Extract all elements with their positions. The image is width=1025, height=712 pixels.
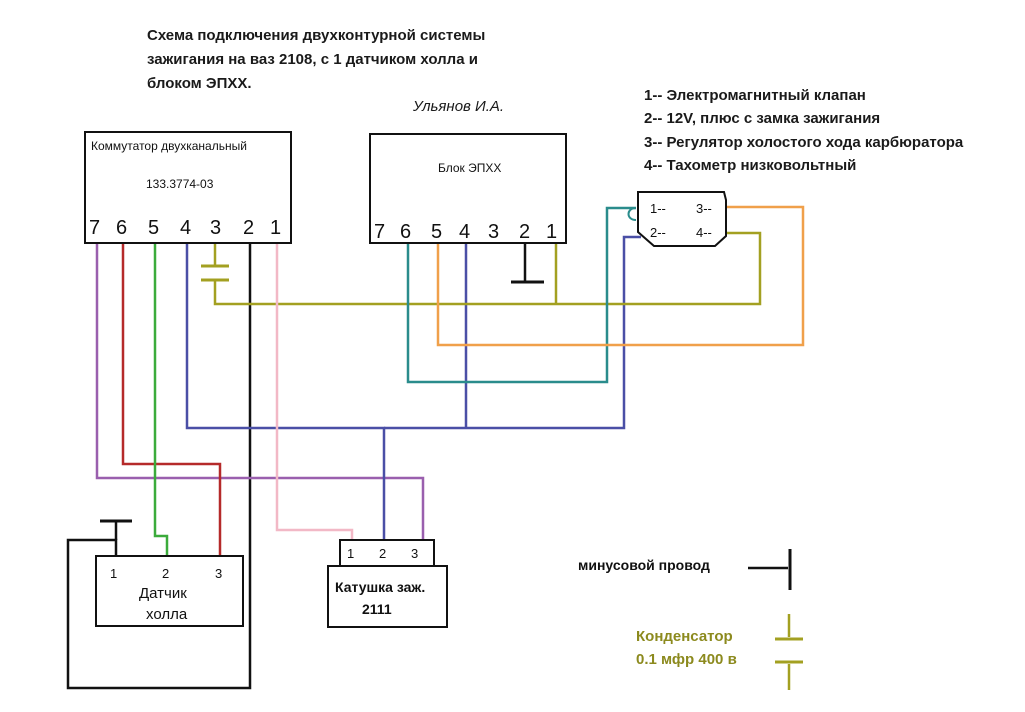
switch-box xyxy=(84,131,292,244)
epxx-pin-7: 7 xyxy=(374,221,385,243)
wire-olive-main xyxy=(213,231,762,306)
epxx-pin-6: 6 xyxy=(400,221,411,243)
legend-item-1: 1-- Электромагнитный клапан xyxy=(644,87,866,104)
wire-green xyxy=(153,243,169,556)
epxx-pin-4: 4 xyxy=(459,221,470,243)
hall-pin-2: 2 xyxy=(162,566,169,581)
switch-pin-2: 2 xyxy=(243,217,254,239)
wire-teal-loop xyxy=(627,207,637,221)
wire-pink xyxy=(275,243,354,540)
capacitor-label-2: 0.1 мфр 400 в xyxy=(636,651,737,668)
wire-teal xyxy=(406,206,636,384)
connector-pin-1: 1-- xyxy=(650,201,666,216)
coil-pin-2: 2 xyxy=(379,546,386,561)
ignition-switch-module: Коммутатор двухканальный 133.3774-03 7 6… xyxy=(84,131,292,244)
epxx-pin-1: 1 xyxy=(546,221,557,243)
epxx-pin-2: 2 xyxy=(519,221,530,243)
wire-blue-connector xyxy=(384,235,641,430)
switch-pin-5: 5 xyxy=(148,217,159,239)
coil-pin-1: 1 xyxy=(347,546,354,561)
hall-sensor-box xyxy=(95,555,244,627)
epxx-name: Блок ЭПХХ xyxy=(438,161,501,175)
epxx-block: Блок ЭПХХ 7 6 5 4 3 2 1 xyxy=(369,133,567,244)
coil-label-2: 2111 xyxy=(362,601,392,617)
coil-box xyxy=(327,565,448,628)
wire-red xyxy=(121,243,222,556)
coil-pin-header xyxy=(339,539,435,567)
legend-item-2: 2-- 12V, плюс с замка зажигания xyxy=(644,110,880,127)
coil-label-1: Катушка заж. xyxy=(335,579,425,595)
ground-wire-label: минусовой провод xyxy=(578,557,710,573)
epxx-pin-3: 3 xyxy=(488,221,499,243)
switch-part-number: 133.3774-03 xyxy=(146,177,214,191)
hall-sensor: 1 2 3 Датчик холла xyxy=(95,555,244,627)
connector-pin-4: 4-- xyxy=(696,225,712,240)
coil-pin-3: 3 xyxy=(411,546,418,561)
wires xyxy=(66,205,805,690)
connector-body xyxy=(637,191,727,247)
hall-pin-1: 1 xyxy=(110,566,117,581)
legend-item-3: 3-- Регулятор холостого хода карбюратора xyxy=(644,134,964,151)
symbol-key: минусовой провод Конденсатор 0.1 мфр 400… xyxy=(578,549,803,690)
switch-name: Коммутатор двухканальный xyxy=(91,139,247,153)
switch-pin-1: 1 xyxy=(270,217,281,239)
wire-orange xyxy=(436,205,805,347)
legend-item-4: 4-- Тахометр низковольтный xyxy=(644,157,856,174)
switch-pin-7: 7 xyxy=(89,217,100,239)
diagram-title-line-3: блоком ЭПХХ. xyxy=(147,75,252,92)
wire-blue xyxy=(185,243,386,540)
connector-pin-3: 3-- xyxy=(696,201,712,216)
capacitor-label-1: Конденсатор xyxy=(636,628,733,645)
epxx-pin-5: 5 xyxy=(431,221,442,243)
connector-block: 1-- 3-- 2-- 4-- xyxy=(637,191,727,247)
switch-pin-3: 3 xyxy=(210,217,221,239)
hall-pin-3: 3 xyxy=(215,566,222,581)
diagram-title-line-1: Схема подключения двухконтурной системы xyxy=(147,27,485,44)
hall-sensor-label-2: холла xyxy=(146,606,188,623)
author-name: Ульянов И.А. xyxy=(412,98,504,115)
wire-purple xyxy=(95,243,425,540)
hall-sensor-label-1: Датчик xyxy=(139,585,187,602)
ignition-coil: 1 2 3 Катушка заж. 2111 xyxy=(327,539,448,628)
epxx-box xyxy=(369,133,567,244)
switch-pin-6: 6 xyxy=(116,217,127,239)
switch-pin-4: 4 xyxy=(180,217,191,239)
wire-black-ground xyxy=(66,243,252,690)
diagram-title-line-2: зажигания на ваз 2108, с 1 датчиком холл… xyxy=(147,51,478,68)
connector-pin-2: 2-- xyxy=(650,225,666,240)
